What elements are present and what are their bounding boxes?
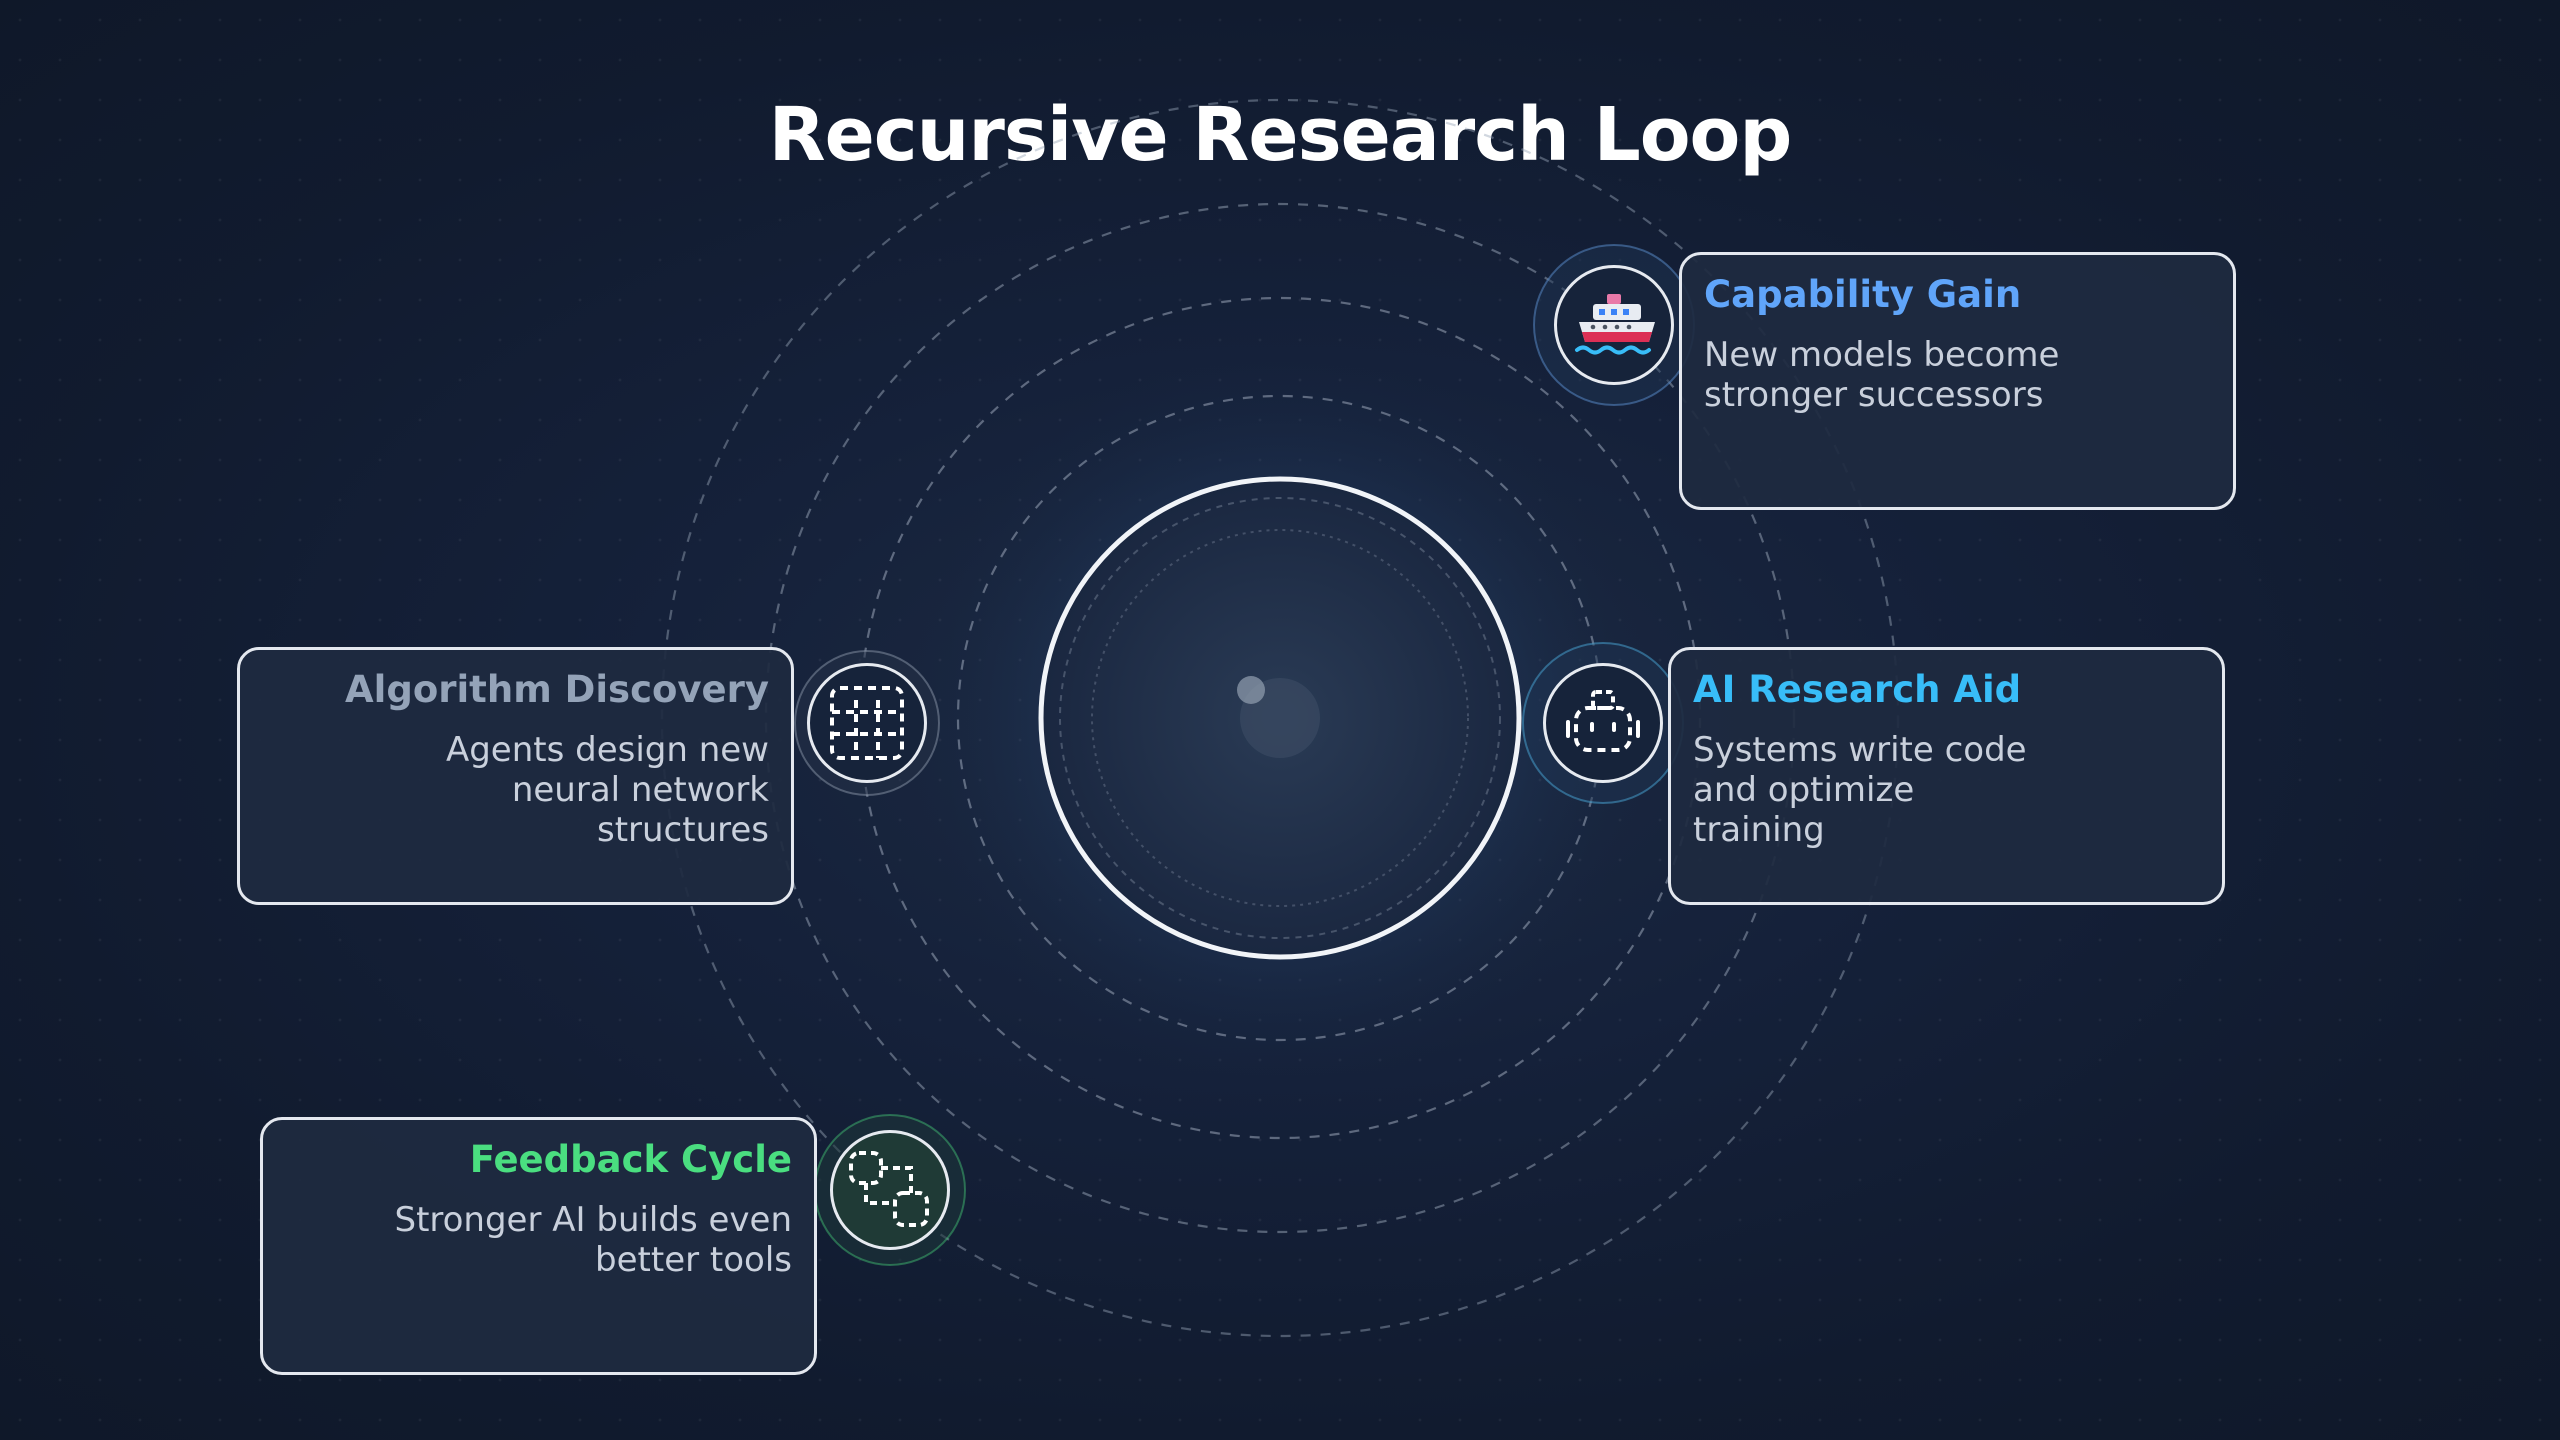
algorithm-discovery-card: Algorithm Discovery Agents design new ne… <box>237 647 794 905</box>
capability-gain-card: Capability Gain New models become strong… <box>1679 252 2236 510</box>
feedback-cycle-title: Feedback Cycle <box>469 1138 792 1181</box>
capability-gain-description: New models become stronger successors <box>1704 335 2060 415</box>
flow-icon <box>849 1151 929 1227</box>
capability-gain-title: Capability Gain <box>1704 273 2022 316</box>
grid-icon <box>830 686 904 760</box>
ai-research-aid-node <box>1543 663 1663 783</box>
algorithm-discovery-node <box>807 663 927 783</box>
algorithm-discovery-title: Algorithm Discovery <box>345 668 769 711</box>
ai-research-aid-title: AI Research Aid <box>1693 668 2022 711</box>
center-inner-ring <box>1059 497 1501 939</box>
ship-icon <box>1575 294 1655 355</box>
algorithm-discovery-description: Agents design new neural network structu… <box>445 730 769 850</box>
page-title: Recursive Research Loop <box>768 92 1793 178</box>
feedback-cycle-node <box>830 1130 950 1250</box>
robot-icon <box>1566 690 1640 752</box>
center-inner-ring-small <box>1091 529 1469 907</box>
ai-research-aid-description: Systems write code and optimize training <box>1693 730 2027 850</box>
center-highlight-dot <box>1237 676 1265 704</box>
feedback-cycle-card: Feedback Cycle Stronger AI builds even b… <box>260 1117 817 1375</box>
feedback-cycle-description: Stronger AI builds even better tools <box>394 1200 792 1280</box>
ai-research-aid-card: AI Research Aid Systems write code and o… <box>1668 647 2225 905</box>
capability-gain-node <box>1554 265 1674 385</box>
